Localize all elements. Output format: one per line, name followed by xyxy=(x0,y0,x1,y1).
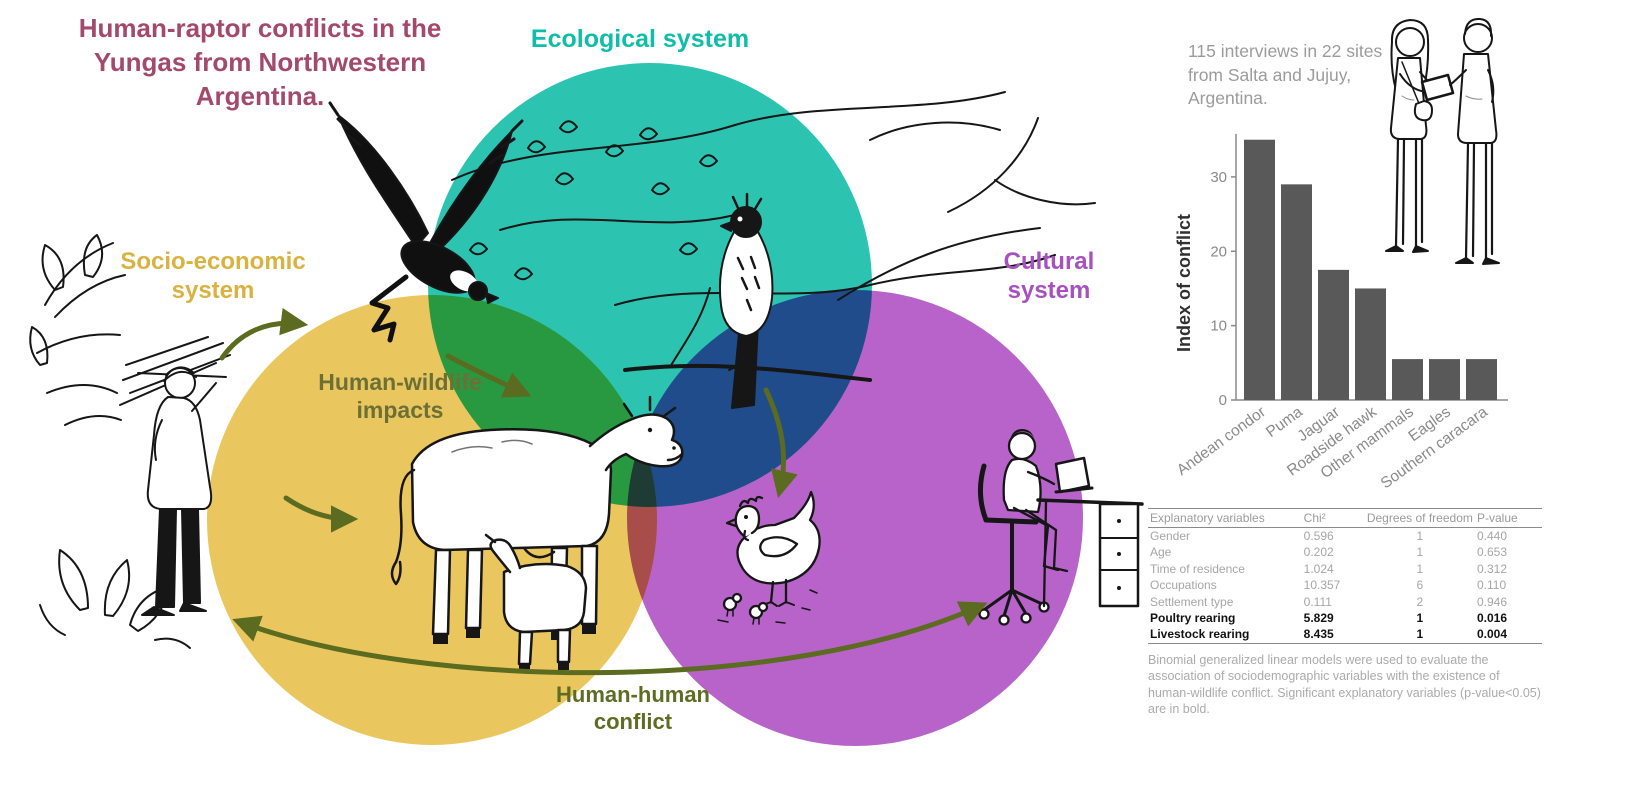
y-tick-label: 10 xyxy=(1210,318,1227,335)
table-caption: Binomial generalized linear models were … xyxy=(1148,653,1541,716)
table-cell: 0.596 xyxy=(1303,529,1334,543)
table-cell: 1 xyxy=(1416,561,1424,576)
table-cell: Poultry rearing xyxy=(1150,610,1236,625)
andean-condor-sketch xyxy=(328,101,524,343)
table-row: Settlement type 0.111 2 0.946 xyxy=(1148,594,1542,610)
table-cell: 5.829 xyxy=(1303,610,1334,625)
table-cell: 0.440 xyxy=(1477,529,1508,543)
bar xyxy=(1281,184,1312,400)
table-cell: 1 xyxy=(1416,529,1424,543)
perched-hawk-sketch xyxy=(623,192,872,409)
arrow-person-to-condor xyxy=(219,307,309,361)
table-cell: 0.111 xyxy=(1303,594,1332,609)
table-cell: Age xyxy=(1150,545,1172,560)
table-header-cell: Explanatory variables xyxy=(1148,508,1302,528)
table-cell: 2 xyxy=(1416,594,1424,609)
table-cell: 0.946 xyxy=(1477,594,1508,609)
bar xyxy=(1392,359,1423,400)
table-cell: 1 xyxy=(1364,626,1475,644)
survey-note: 115 interviews in 22 sites from Salta an… xyxy=(1188,41,1383,109)
figure-title: Human-raptor conflicts in the Yungas fro… xyxy=(78,13,442,111)
table-cell: 1.024 xyxy=(1303,561,1334,576)
conflict-arrows xyxy=(219,307,988,676)
table-cell: 0.004 xyxy=(1475,626,1542,644)
arrow-condor-to-impacts xyxy=(445,353,532,398)
table-header-cell: Degrees of freedom xyxy=(1364,508,1475,528)
table-row: Poultry rearing 5.829 1 0.016 xyxy=(1148,610,1542,626)
hen-and-chicks-sketch xyxy=(717,490,821,625)
table-cell: 0.016 xyxy=(1477,610,1508,625)
table-row: Occupations 10.357 6 0.110 xyxy=(1148,577,1542,593)
y-tick-label: 20 xyxy=(1210,243,1227,260)
human-human-conflict-label: Human-human conflict xyxy=(556,682,710,734)
table-cell: Occupations xyxy=(1150,578,1217,593)
table-row: Gender 0.596 1 0.440 xyxy=(1148,528,1542,545)
person-carrying-firewood-sketch xyxy=(119,336,231,616)
arrow-human-human-conflict xyxy=(232,601,988,676)
table-cell: 6 xyxy=(1416,578,1424,593)
table-cell: Time of residence xyxy=(1150,561,1245,576)
table-cell: Gender xyxy=(1150,529,1191,543)
table-row: Time of residence 1.024 1 0.312 xyxy=(1148,561,1542,577)
table-cell: 8.435 xyxy=(1301,626,1365,644)
y-tick-label: 30 xyxy=(1210,169,1227,186)
table-cell: 0.312 xyxy=(1477,561,1508,576)
bar xyxy=(1318,269,1349,400)
arrow-hawk-to-hen xyxy=(763,387,798,499)
arrow-to-cow xyxy=(283,495,359,533)
y-axis-title: Index of conflict xyxy=(1174,214,1194,352)
table-cell: 0.110 xyxy=(1477,578,1507,593)
researcher-at-desk-sketch xyxy=(978,429,1144,626)
bar xyxy=(1429,359,1460,400)
cow-and-calf-sketch xyxy=(390,395,684,672)
y-tick-label: 0 xyxy=(1219,392,1227,409)
bar xyxy=(1355,288,1386,400)
interview-people-sketch xyxy=(1385,17,1500,265)
human-wildlife-impacts-label: Human-wildlife impacts xyxy=(318,369,482,424)
table-cell: Settlement type xyxy=(1150,594,1234,609)
table-cell: 1 xyxy=(1416,545,1424,560)
table-cell: 0.653 xyxy=(1477,545,1508,560)
table-row: Age 0.202 1 0.653 xyxy=(1148,544,1542,560)
table-cell: 0.202 xyxy=(1303,545,1334,560)
table-header-cell: P-value xyxy=(1475,508,1542,528)
cultural-system-label: Cultural system xyxy=(1003,248,1095,305)
table-cell: Livestock rearing xyxy=(1148,626,1302,644)
bar xyxy=(1466,359,1497,400)
ecological-system-label: Ecological system xyxy=(530,25,750,53)
socioeconomic-system-label: Socio-economic system xyxy=(120,248,306,305)
table-header-cell: Chi² xyxy=(1301,508,1365,528)
branches-sketch xyxy=(451,91,1096,306)
table-cell: 1 xyxy=(1416,610,1424,625)
table-cell: 10.357 xyxy=(1303,578,1341,593)
bar xyxy=(1244,139,1275,400)
foliage-sketch xyxy=(29,234,126,426)
